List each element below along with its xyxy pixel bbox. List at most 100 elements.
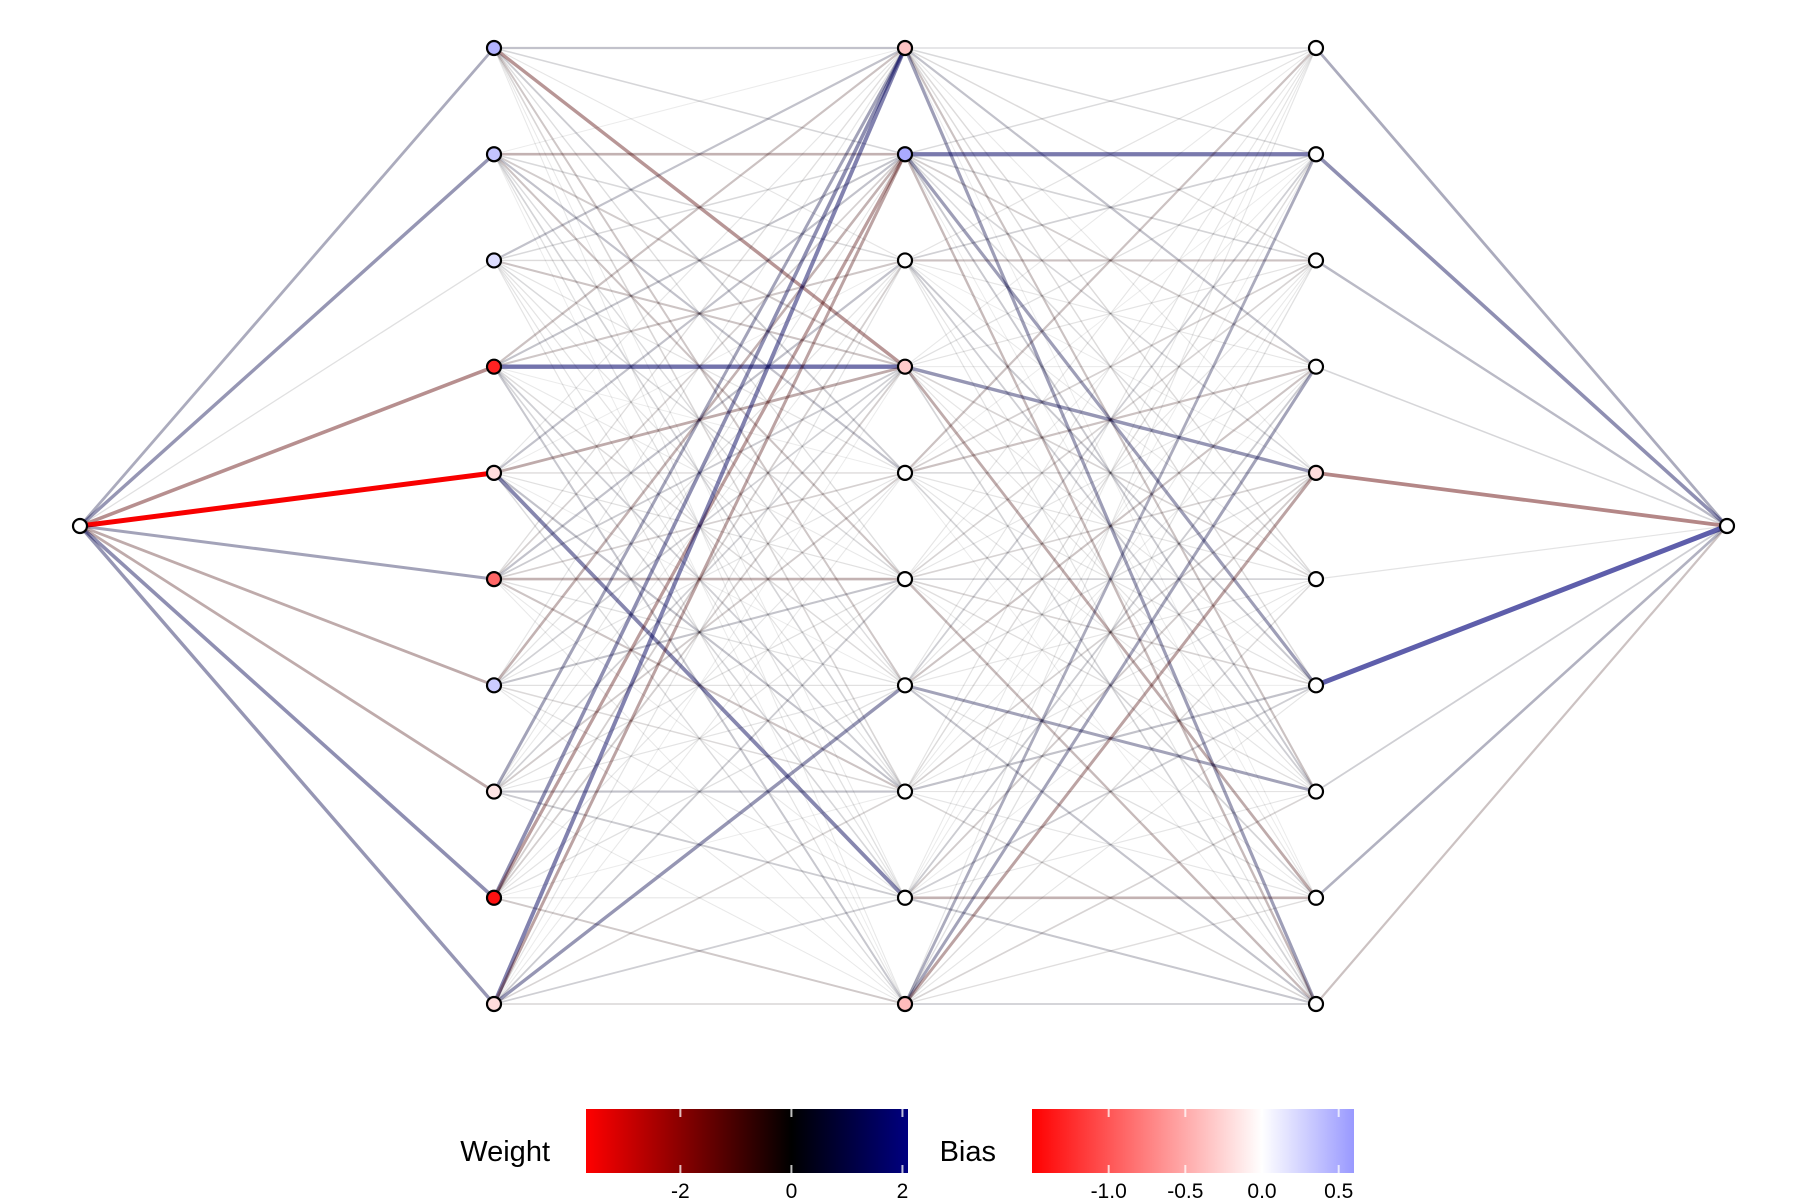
connection-line	[904, 366, 1317, 580]
connection-line	[493, 684, 906, 899]
connection-line	[904, 259, 1317, 793]
connection-line	[904, 790, 1317, 899]
connection-line	[79, 524, 495, 687]
neuron-node	[896, 995, 914, 1013]
neuron-node	[485, 358, 503, 375]
connection-line	[493, 896, 906, 1005]
connection-line	[904, 578, 1317, 686]
connection-line	[904, 47, 1317, 155]
connection-line	[493, 365, 906, 475]
connection-line	[493, 260, 906, 474]
connection-line	[904, 47, 1317, 580]
connection-line	[904, 578, 1317, 793]
connection-line	[493, 259, 906, 899]
connection-line	[492, 47, 907, 899]
connection-line	[493, 365, 906, 687]
connection-line	[903, 153, 1318, 1005]
bias-color-bar	[1032, 1109, 1354, 1173]
connection-line	[493, 153, 906, 262]
connection-line	[904, 153, 1317, 368]
connection-line	[493, 472, 906, 1005]
connection-line	[1315, 525, 1728, 1005]
connection-line	[904, 47, 1317, 474]
connection-line	[78, 524, 496, 1006]
neuron-node	[896, 783, 914, 800]
neuron-node	[485, 146, 503, 163]
connection-line	[1315, 365, 1728, 527]
neuron-node	[1307, 358, 1325, 375]
connection-line	[493, 47, 906, 899]
connection-line	[904, 259, 1317, 474]
connection-line	[493, 684, 906, 793]
connection-line	[904, 684, 1317, 899]
connection-line	[904, 153, 1317, 262]
connection-line	[904, 153, 1317, 474]
connection-line	[904, 47, 1317, 792]
connection-line	[904, 578, 1317, 1005]
connection-line	[1315, 471, 1728, 528]
connection-line	[904, 366, 1317, 1005]
connection-line	[904, 153, 1317, 368]
weight-legend-title: Weight	[460, 1136, 550, 1168]
connection-line	[493, 260, 906, 792]
connection-line	[78, 152, 496, 528]
connection-line	[493, 47, 906, 686]
weight-color-bar	[586, 1109, 908, 1173]
node-layer	[71, 39, 1736, 1013]
connection-line	[493, 260, 906, 1005]
connection-line	[1315, 525, 1728, 580]
connection-line	[493, 578, 906, 687]
neuron-node	[1307, 146, 1325, 163]
connection-line	[79, 524, 495, 793]
connection-line	[493, 366, 906, 474]
connection-line	[79, 259, 495, 527]
neuron-node	[1718, 517, 1736, 535]
connection-line	[79, 364, 495, 528]
connection-line	[904, 790, 1317, 899]
connection-line	[904, 684, 1317, 1005]
connection-line	[492, 46, 907, 369]
connection-line	[904, 47, 1317, 474]
connection-line	[493, 365, 906, 580]
connection-line	[903, 153, 1318, 1005]
neuron-node	[896, 358, 914, 375]
connection-line	[493, 260, 906, 686]
connection-line	[904, 259, 1317, 474]
connection-line	[903, 153, 1318, 687]
connection-line	[492, 153, 907, 687]
connection-line	[904, 153, 1317, 793]
neuron-node	[485, 995, 503, 1013]
connection-line	[79, 470, 495, 529]
connection-line	[492, 683, 907, 1006]
connection-line	[493, 153, 906, 580]
connection-line	[493, 366, 906, 1005]
connection-line	[493, 366, 906, 899]
connection-line	[904, 790, 1317, 1005]
connection-line	[79, 524, 495, 581]
connection-line	[904, 47, 1317, 368]
connection-line	[493, 47, 906, 474]
connection-line	[904, 472, 1317, 793]
connection-line	[493, 153, 906, 262]
bias-legend-tick-label: -1.0	[1091, 1180, 1127, 1200]
connection-line	[1314, 47, 1729, 527]
connection-line	[904, 683, 1317, 794]
connection-line	[904, 260, 1317, 686]
neuron-node	[1307, 464, 1325, 481]
weight-legend-tick-label: 0	[786, 1180, 798, 1200]
connection-line	[904, 47, 1317, 899]
neuron-node	[1307, 783, 1325, 800]
neuron-node	[1307, 252, 1325, 269]
connection-line	[493, 47, 906, 261]
connection-line	[493, 153, 906, 793]
connection-line	[904, 47, 1317, 155]
connection-line	[904, 790, 1317, 1005]
connection-line	[493, 366, 906, 899]
weight-legend-tick-label: 2	[897, 1180, 909, 1200]
connection-line	[493, 366, 906, 686]
connection-line	[493, 260, 906, 792]
